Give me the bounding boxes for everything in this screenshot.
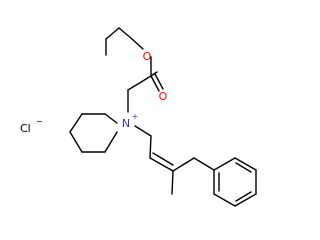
bond-n-ch2 [134, 125, 152, 137]
bond-c-ch2-benzyl [172, 157, 195, 172]
bond-ph-inner-3 [235, 162, 252, 173]
bond-ph-inner-2 [235, 191, 252, 202]
bond-alkene-2 [152, 152, 174, 166]
phenyl-ring [213, 157, 257, 207]
molecule-diagram: O O N + Cl − [20, 27, 257, 207]
ester-group [127, 38, 164, 113]
atom-carbonyl-oxygen: O [159, 90, 168, 103]
bond-o-carbonyl-c [150, 71, 158, 77]
nitrogen-positive-charge: + [132, 112, 139, 121]
bond-ph-5 [234, 157, 257, 171]
bond-ph-3 [234, 193, 257, 207]
bond-ring-3 [69, 113, 83, 133]
atom-ester-oxygen: O [143, 50, 152, 63]
bond-carbonyl-ch2 [127, 75, 152, 91]
bond-ph-6 [213, 157, 236, 171]
piperidine-ring [69, 113, 118, 153]
bond-propyl-2 [105, 27, 120, 40]
bond-ring-6 [104, 131, 118, 153]
bond-propyl-1 [118, 27, 133, 40]
chloride-negative-charge: − [36, 117, 43, 126]
propyl-chain [105, 27, 133, 56]
bond-ring-4 [69, 131, 83, 153]
bond-carbonyl-double-1 [150, 75, 160, 92]
bond-methyl [171, 170, 174, 195]
bond-carbonyl-double-2 [154, 73, 164, 90]
bond-ch2-ch [149, 135, 152, 159]
butenyl-chain [134, 125, 215, 195]
chemical-structure-canvas: O O N + Cl − [20, 27, 257, 207]
bond-o-propyl [131, 38, 144, 50]
atom-nitrogen: N [122, 117, 130, 130]
atom-chloride: Cl [20, 122, 31, 135]
bond-ph-2 [213, 193, 236, 207]
bond-ch2-phenyl [193, 157, 215, 171]
bond-alkene-1 [149, 157, 174, 172]
bond-ring-1 [104, 113, 118, 124]
